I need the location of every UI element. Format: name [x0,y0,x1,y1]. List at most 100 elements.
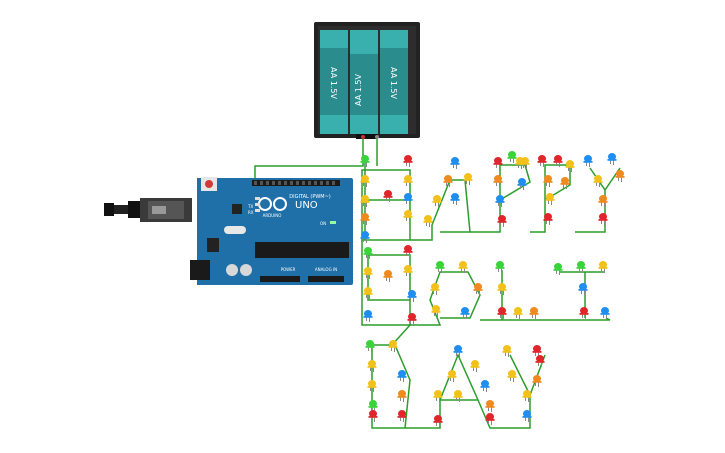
led-yellow[interactable] [513,307,523,319]
led-red[interactable] [383,190,393,202]
led-blue[interactable] [495,195,505,207]
led-yellow[interactable] [545,193,555,205]
led-red[interactable] [497,215,507,227]
led-yellow[interactable] [507,370,517,382]
led-orange[interactable] [360,213,370,225]
led-yellow[interactable] [502,345,512,357]
analog-header[interactable] [308,276,344,282]
led-blue[interactable] [607,153,617,165]
led-red[interactable] [433,415,443,427]
led-yellow[interactable] [598,261,608,273]
wire-row2-l[interactable] [480,317,611,321]
led-yellow[interactable] [403,210,413,222]
led-blue[interactable] [450,157,460,169]
led-yellow[interactable] [430,283,440,295]
led-red[interactable] [535,355,545,367]
wire-row2-o[interactable] [410,271,481,326]
led-blue[interactable] [600,307,610,319]
battery-cell-1[interactable] [320,30,348,134]
led-blue[interactable] [522,410,532,422]
led-blue[interactable] [360,231,370,243]
led-yellow[interactable] [367,360,377,372]
led-yellow[interactable] [447,370,457,382]
led-red[interactable] [397,410,407,422]
led-green[interactable] [360,155,370,167]
led-blue[interactable] [480,380,490,392]
led-blue[interactable] [450,193,460,205]
led-yellow[interactable] [470,360,480,372]
led-blue[interactable] [397,370,407,382]
led-red[interactable] [403,155,413,167]
led-red[interactable] [368,410,378,422]
led-blue[interactable] [460,307,470,319]
led-blue[interactable] [453,345,463,357]
wire-row3-a[interactable] [405,353,495,429]
atmega-chip[interactable] [255,242,349,258]
led-yellow[interactable] [497,283,507,295]
led-red[interactable] [493,157,503,169]
led-yellow[interactable] [367,380,377,392]
led-yellow[interactable] [432,195,442,207]
led-green[interactable] [363,247,373,259]
led-orange[interactable] [529,307,539,319]
led-yellow[interactable] [433,390,443,402]
led-yellow[interactable] [423,215,433,227]
led-red[interactable] [407,313,417,325]
wire-row3-y[interactable] [495,354,546,429]
led-orange[interactable] [615,170,625,182]
led-green[interactable] [507,151,517,163]
led-red[interactable] [497,307,507,319]
led-yellow[interactable] [360,175,370,187]
led-blue[interactable] [583,155,593,167]
led-yellow[interactable] [388,340,398,352]
led-yellow[interactable] [463,173,473,185]
led-red[interactable] [543,213,553,225]
led-blue[interactable] [403,193,413,205]
led-blue[interactable] [517,178,527,190]
led-red[interactable] [598,213,608,225]
led-orange[interactable] [543,175,553,187]
led-yellow[interactable] [403,265,413,277]
led-green[interactable] [365,340,375,352]
led-green[interactable] [576,261,586,273]
led-green[interactable] [495,261,505,273]
led-blue[interactable] [407,290,417,302]
led-yellow[interactable] [565,160,575,172]
led-yellow[interactable] [403,175,413,187]
battery-wire-positive[interactable] [254,138,364,180]
led-yellow[interactable] [522,390,532,402]
led-blue[interactable] [363,310,373,322]
led-red[interactable] [485,413,495,425]
wire-letter-p2[interactable] [530,164,571,233]
battery-cell-3[interactable] [380,30,408,134]
led-yellow[interactable] [363,287,373,299]
arduino-uno-board[interactable]: DIGITAL (PWM~) ARDUINO UNO TX RX ON POWE… [190,177,353,285]
led-orange[interactable] [383,270,393,282]
led-blue[interactable] [578,283,588,295]
led-yellow[interactable] [458,261,468,273]
led-green[interactable] [553,263,563,275]
led-red[interactable] [553,155,563,167]
led-orange[interactable] [493,175,503,187]
battery-pack[interactable]: AA 1.5V AA 1.5V AA 1.5V [314,22,420,139]
led-red[interactable] [537,155,547,167]
led-green[interactable] [435,261,445,273]
led-yellow[interactable] [431,305,441,317]
led-orange[interactable] [532,375,542,387]
led-orange[interactable] [598,195,608,207]
power-jack[interactable] [190,260,210,280]
led-yellow[interactable] [360,195,370,207]
led-yellow[interactable] [593,175,603,187]
led-red[interactable] [579,307,589,319]
led-orange[interactable] [473,283,483,295]
led-orange[interactable] [397,390,407,402]
battery-cell-2[interactable] [350,30,378,134]
power-header[interactable] [260,276,300,282]
led-red[interactable] [403,245,413,257]
led-yellow[interactable] [520,157,530,169]
led-orange[interactable] [443,175,453,187]
led-yellow[interactable] [363,267,373,279]
usb-cable[interactable] [104,198,192,222]
led-yellow[interactable] [453,390,463,402]
led-orange[interactable] [560,177,570,189]
